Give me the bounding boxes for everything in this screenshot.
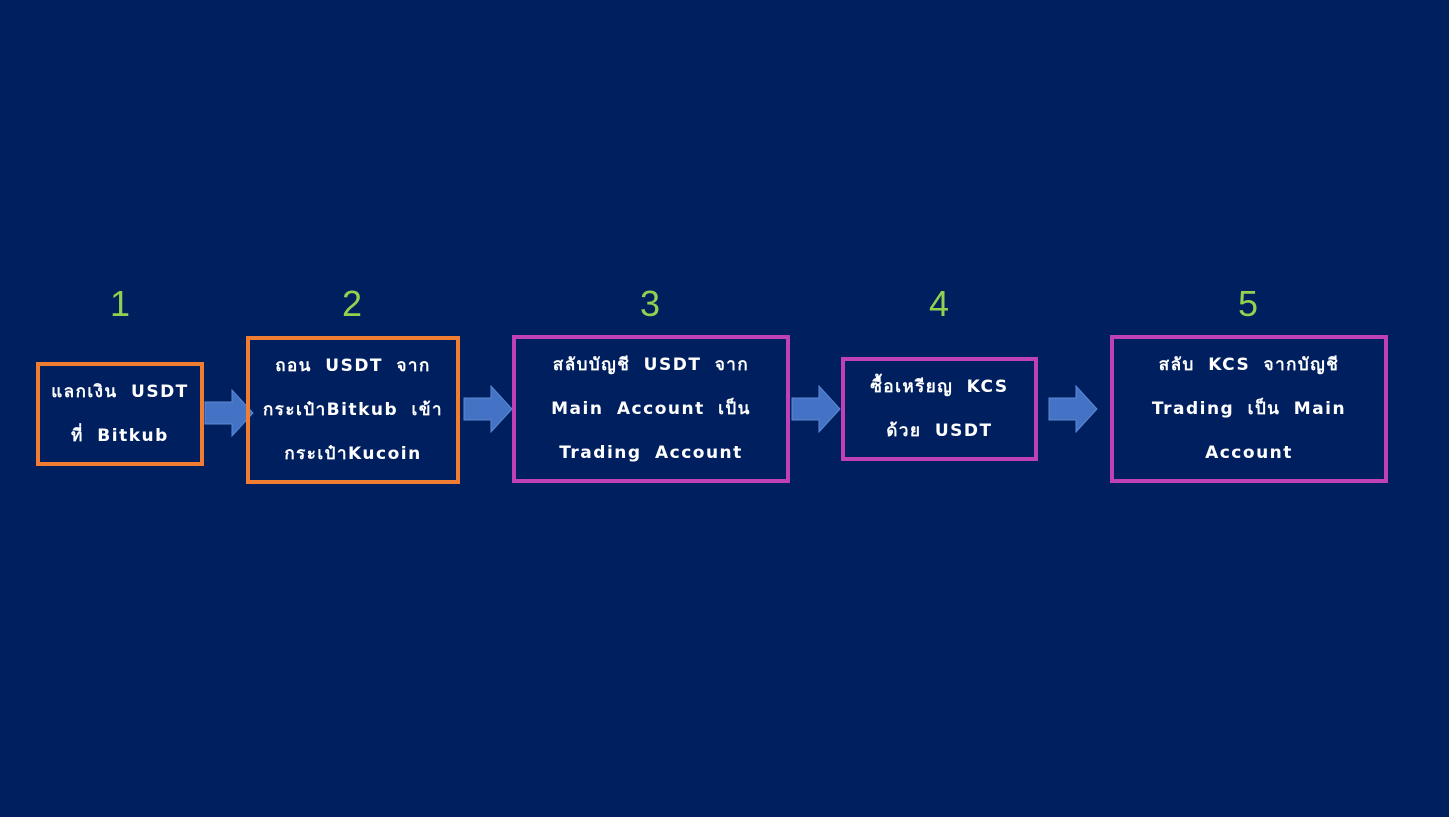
- step-3-box: สลับบัญชี USDT จาก Main Account เป็น Tra…: [512, 335, 790, 483]
- step-3-number: 3: [639, 283, 661, 324]
- step-4-number: 4: [928, 283, 950, 324]
- step-5-line-2: Trading เป็น Main: [1151, 399, 1347, 419]
- step-3-line-3: Trading Account: [559, 443, 743, 463]
- right-arrow-icon: [791, 384, 841, 434]
- step-5-box: สลับ KCS จากบัญชี Trading เป็น Main Acco…: [1110, 335, 1388, 483]
- step-3-line-1: สลับบัญชี USDT จาก: [552, 355, 750, 375]
- right-arrow-icon: [204, 388, 254, 438]
- step-5-number: 5: [1237, 283, 1259, 324]
- step-1-line-1: แลกเงิน USDT: [51, 382, 189, 402]
- step-2-box: ถอน USDT จาก กระเป๋าBitkub เข้า กระเป๋าK…: [246, 336, 460, 484]
- step-2-line-3: กระเป๋าKucoin: [284, 444, 422, 464]
- step-5-line-1: สลับ KCS จากบัญชี: [1158, 355, 1340, 375]
- step-2-line-2: กระเป๋าBitkub เข้า: [262, 400, 444, 420]
- step-4-line-1: ซื้อเหรียญ KCS: [870, 377, 1009, 397]
- step-2-line-1: ถอน USDT จาก: [275, 356, 431, 376]
- step-4-line-2: ด้วย USDT: [886, 421, 993, 441]
- step-2-number: 2: [341, 283, 363, 324]
- step-5-line-3: Account: [1205, 443, 1293, 463]
- step-3-line-2: Main Account เป็น: [551, 399, 751, 419]
- step-1-line-2: ที่ Bitkub: [71, 426, 169, 446]
- step-4-box: ซื้อเหรียญ KCS ด้วย USDT: [841, 357, 1038, 461]
- step-1-number: 1: [109, 283, 131, 324]
- right-arrow-icon: [463, 384, 513, 434]
- right-arrow-icon: [1048, 384, 1098, 434]
- step-1-box: แลกเงิน USDT ที่ Bitkub: [36, 362, 204, 466]
